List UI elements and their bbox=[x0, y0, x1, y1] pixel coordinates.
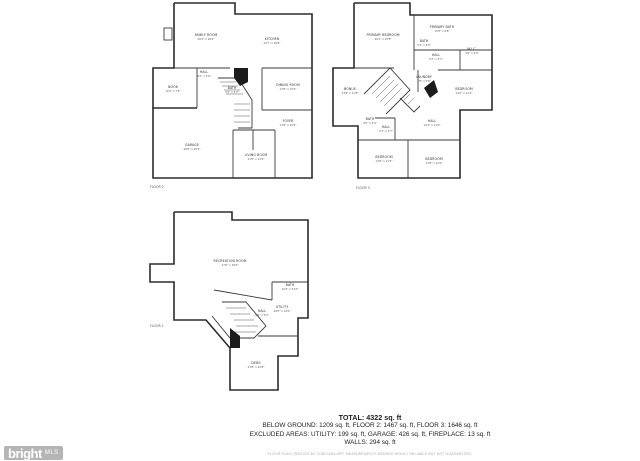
room-dimension: 18'5" x 14'0" bbox=[274, 309, 291, 313]
room-dimension: 6'8" x 5'6" bbox=[417, 79, 431, 83]
room-dimension: 6'6" x 5'2" bbox=[255, 313, 269, 317]
room-dimension: 22'7" x 16'8" bbox=[264, 41, 281, 45]
wall-area: WALLS: 294 sq. ft bbox=[344, 438, 396, 446]
room-label: HALL bbox=[200, 70, 209, 74]
room-label: LAUNDRY bbox=[416, 75, 432, 79]
floor-plan-canvas: FAMILY ROOM 20'4" x 18'2" KITCHEN 22'7" … bbox=[149, 2, 493, 391]
room-label: UTILITY bbox=[276, 305, 289, 309]
room-dimension: 6'7" x 3'7" bbox=[379, 129, 393, 133]
total-area: TOTAL: 4322 sq. ft bbox=[338, 413, 402, 422]
floor-1-dark-fill bbox=[230, 328, 240, 348]
room-label: HALL bbox=[258, 309, 267, 313]
room-dimension: 13'8" x 12'0" bbox=[426, 161, 443, 165]
room-dimension: 13'0" x 11'5" bbox=[376, 159, 393, 163]
room-dimension: 5'5" x 5'3" bbox=[225, 90, 239, 94]
room-label: PRIMARY BATH bbox=[430, 25, 455, 29]
floor-2-plan: FAMILY ROOM 20'4" x 18'2" KITCHEN 22'7" … bbox=[150, 2, 313, 189]
room-label: KITCHEN bbox=[265, 37, 280, 41]
room-dimension: 14'0" x 11'2" bbox=[456, 91, 473, 95]
room-label: GARAGE bbox=[185, 143, 199, 147]
room-dimension: 10'2" x 7'8" bbox=[165, 89, 180, 93]
room-label: FAMILY ROOM bbox=[195, 33, 218, 37]
room-label: NOOK bbox=[168, 85, 179, 89]
room-label: W.I.C. bbox=[467, 47, 477, 51]
floor-3-stairs bbox=[363, 67, 421, 115]
room-dimension: 13'6" x 10'0" bbox=[280, 123, 297, 127]
room-dimension: 20'2" x 15'8" bbox=[375, 37, 392, 41]
floor-1-plan: RECREATION ROOM 27'0" x 18'0" BATH 10'3"… bbox=[149, 211, 309, 391]
room-dimension: 13'8" x 9'8" bbox=[434, 29, 449, 33]
room-label: DENS bbox=[251, 361, 260, 365]
room-dimension: 8'5" x 5'4" bbox=[363, 121, 377, 125]
room-label: BATH bbox=[366, 117, 375, 121]
floor-areas: BELOW GROUND: 1209 sq. ft, FLOOR 2: 1467… bbox=[262, 422, 478, 430]
room-label: PRIMARY BEDROOM bbox=[366, 33, 399, 37]
floor-1-stairs bbox=[211, 301, 267, 339]
room-label: BATH bbox=[420, 39, 429, 43]
area-summary: TOTAL: 4322 sq. ft BELOW GROUND: 1209 sq… bbox=[150, 413, 590, 447]
floor-label: FLOOR 1 bbox=[150, 324, 164, 328]
room-dimension: 13'8" x 13'0" bbox=[280, 87, 297, 91]
floor-label: FLOOR 3 bbox=[356, 186, 370, 190]
room-label: FOYER bbox=[283, 119, 295, 123]
room-label: BATH bbox=[228, 86, 237, 90]
room-dimension: 20'0" x 20'4" bbox=[184, 147, 201, 151]
room-label: DINING ROOM bbox=[276, 83, 300, 87]
room-dimension: 27'0" x 18'0" bbox=[222, 263, 239, 267]
room-dimension: 5'2" x 3'3" bbox=[429, 57, 443, 61]
room-label: HALL bbox=[382, 125, 391, 129]
excluded-areas: EXCLUDED AREAS: UTILITY: 199 sq. ft, GAR… bbox=[249, 430, 491, 438]
disclaimer-text: FLOOR PLAN CREATED BY CUBICASA APP. MEAS… bbox=[267, 452, 473, 456]
room-dimension: 5'3" x 4'0" bbox=[417, 43, 431, 47]
room-label: RECREATION ROOM bbox=[214, 259, 247, 263]
room-label: HALL bbox=[432, 53, 441, 57]
room-dimension: 10'3" x 5'10" bbox=[282, 287, 299, 291]
room-dimension: 13'8" x 11'8" bbox=[342, 91, 359, 95]
brand-name: bright bbox=[8, 445, 42, 461]
room-label: BATH bbox=[286, 283, 295, 287]
room-label: BEDROOM bbox=[375, 155, 392, 159]
room-dimension: 9'6" x 9'4" bbox=[465, 51, 479, 55]
room-label: BONUS bbox=[344, 87, 356, 91]
room-label: BEDROOM bbox=[455, 87, 472, 91]
room-dimension: 20'4" x 18'2" bbox=[198, 37, 215, 41]
room-dimension: 12'4" x 11'0" bbox=[424, 123, 441, 127]
brand-suffix: MLS bbox=[44, 450, 59, 456]
brand-watermark: bright MLS bbox=[4, 445, 63, 461]
fireplace-icon bbox=[163, 27, 173, 41]
floor-2-stairs bbox=[218, 77, 253, 129]
room-label: BEDROOM bbox=[425, 157, 442, 161]
room-dimension: 13'0" x 13'6" bbox=[248, 157, 265, 161]
room-dimension: 13'8" x 10'8" bbox=[248, 365, 265, 369]
room-label: HALL bbox=[428, 119, 437, 123]
floor-2-dark-fill bbox=[234, 68, 248, 86]
room-dimension: 9'2" x 3'9" bbox=[197, 74, 211, 78]
room-label: LIVING ROOM bbox=[245, 153, 268, 157]
floor-label: FLOOR 2 bbox=[150, 185, 164, 189]
floor-3-plan: PRIMARY BEDROOM 20'2" x 15'8" PRIMARY BA… bbox=[332, 2, 493, 190]
floor-3-dark-fill bbox=[424, 80, 438, 98]
